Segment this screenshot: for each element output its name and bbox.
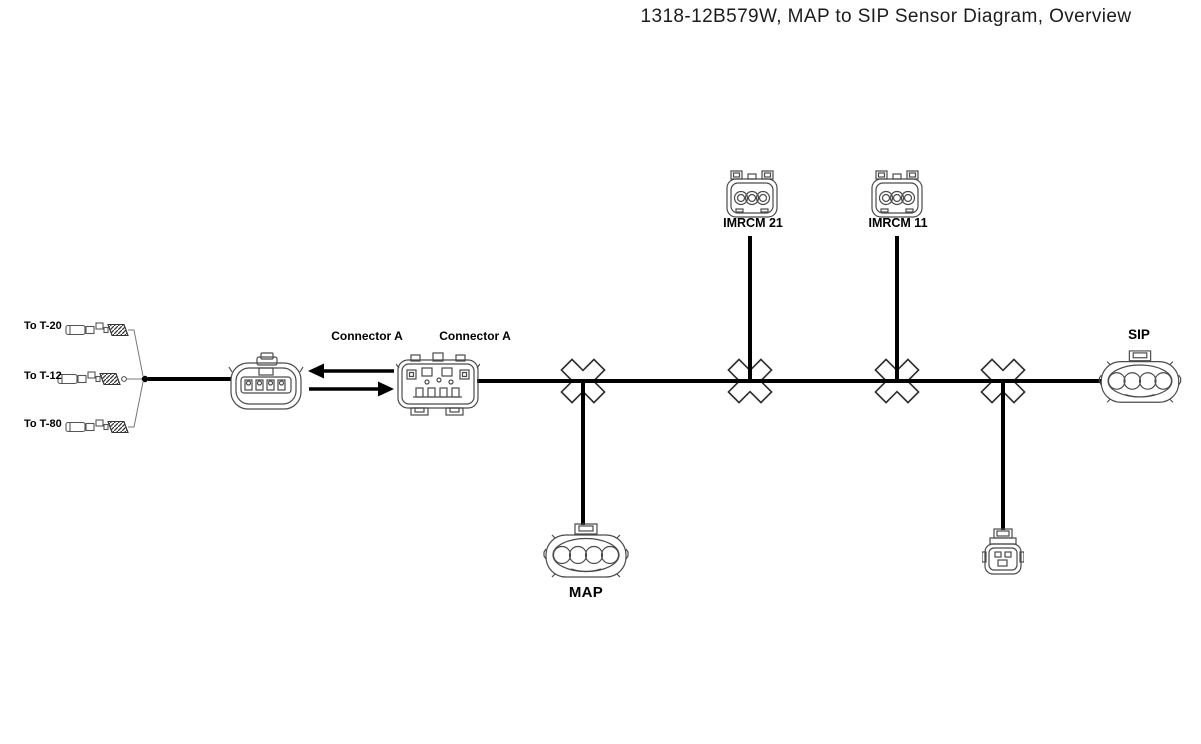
label-to-t20: To T-20 bbox=[24, 320, 62, 332]
label-connector-a-right: Connector A bbox=[439, 329, 511, 343]
label-imrcm-21: IMRCM 21 bbox=[723, 216, 783, 230]
label-map: MAP bbox=[568, 584, 604, 601]
connector-a-left-icon bbox=[228, 352, 304, 410]
page-title: 1318-12B579W, MAP to SIP Sensor Diagram,… bbox=[640, 6, 1132, 27]
branch-fan-lines bbox=[121, 329, 144, 428]
connector-sip-icon bbox=[1098, 350, 1182, 403]
label-sip: SIP bbox=[1128, 327, 1150, 342]
crimp-terminal-icon-t20 bbox=[65, 322, 129, 337]
mating-direction-arrows bbox=[308, 363, 394, 397]
connector-imrcm21-icon bbox=[726, 170, 778, 218]
junction-dot bbox=[141, 375, 149, 383]
label-to-t12: To T-12 bbox=[24, 370, 62, 382]
connector-imrcm11-icon bbox=[871, 170, 923, 218]
connector-map-icon bbox=[543, 523, 629, 578]
connector-small-icon bbox=[982, 528, 1024, 575]
harness-wires bbox=[148, 236, 1101, 530]
label-to-t80: To T-80 bbox=[24, 418, 62, 430]
label-connector-a-left: Connector A bbox=[331, 329, 403, 343]
label-imrcm-11: IMRCM 11 bbox=[868, 216, 928, 230]
connector-a-right-icon bbox=[396, 352, 480, 416]
crimp-terminal-icon-t80 bbox=[65, 419, 129, 434]
crimp-terminal-icon-t12 bbox=[57, 371, 121, 386]
